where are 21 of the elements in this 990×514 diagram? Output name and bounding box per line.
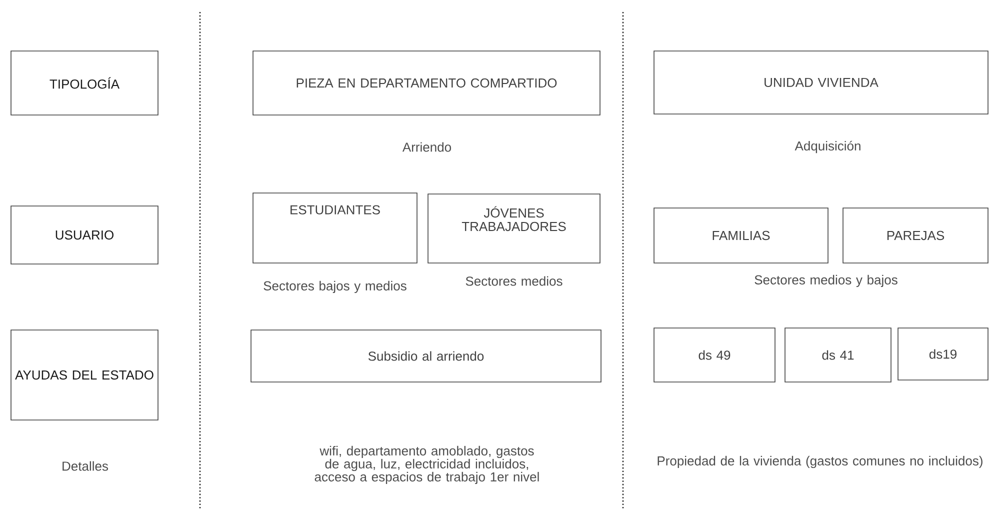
option-box: ds19 <box>898 328 988 380</box>
option-box: PIEZA EN DEPARTAMENTO COMPARTIDO <box>252 50 600 116</box>
category-box: USUARIO <box>10 206 158 264</box>
option-box: ds 41 <box>784 328 892 382</box>
caption-text: Sectores medios <box>466 276 562 286</box>
category-box: AYUDAS DEL ESTADO <box>10 330 158 420</box>
caption-text: Sectores bajos y medios <box>264 280 406 294</box>
option-box: JÓVENES TRABAJADORES <box>428 194 600 264</box>
option-box: UNIDAD VIVIENDA <box>654 50 988 114</box>
caption-text: Adquisición <box>794 140 860 154</box>
option-box: ds 49 <box>654 328 776 382</box>
note-text: Sectores medios y bajos <box>754 274 898 288</box>
note-text: Detalles <box>62 461 108 471</box>
category-box: TIPOLOGÍA <box>10 50 158 116</box>
option-box: PAREJAS <box>842 208 988 264</box>
option-box: ESTUDIANTES <box>252 192 418 264</box>
note-text: Propiedad de la vivienda (gastos comunes no incluidos) <box>658 456 982 468</box>
note-text: wifi, departamento amoblado, gastos de agua, luz, electricidad incluidos, acceso a espacios de trabajo 1er nivel <box>314 446 539 484</box>
option-box: FAMILIAS <box>654 208 828 264</box>
option-box: Subsidio al arriendo <box>250 330 602 382</box>
caption-text: Arriendo <box>402 142 452 152</box>
